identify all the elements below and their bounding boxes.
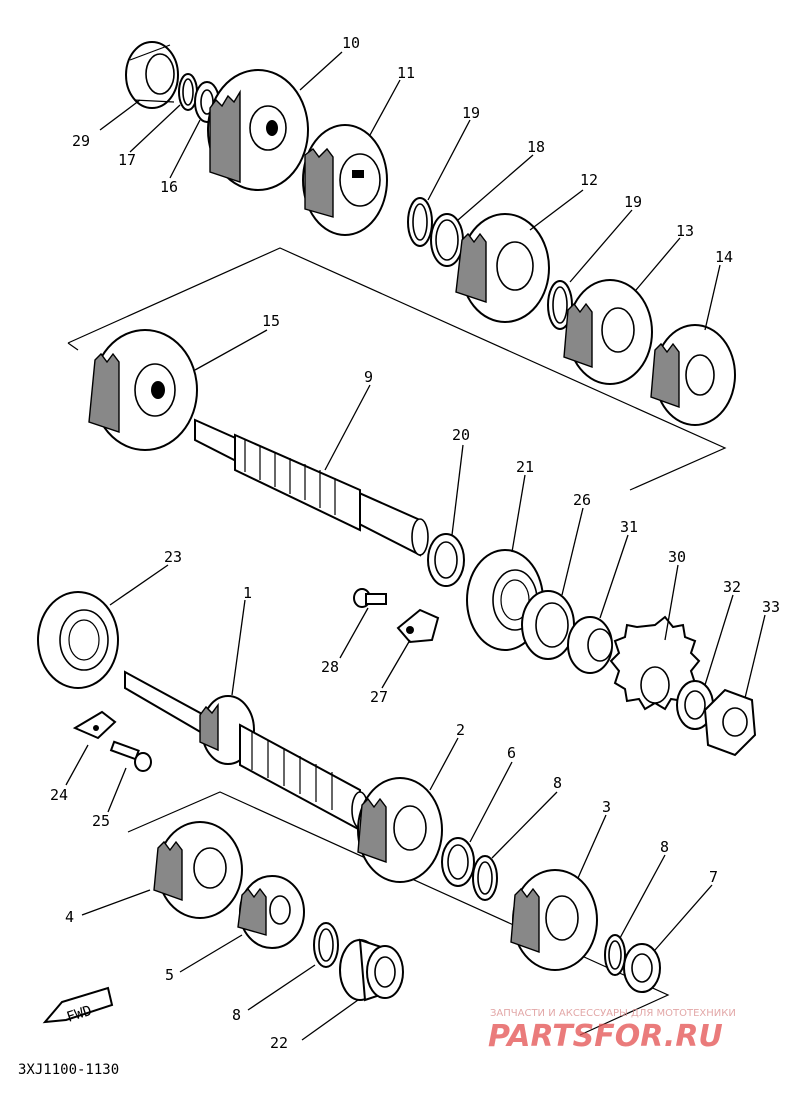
part-10-gear[interactable] bbox=[207, 69, 309, 191]
callout-14: 14 bbox=[715, 248, 733, 266]
diagram-code: 3XJ1100-1130 bbox=[18, 1062, 119, 1078]
fwd-label: FWD bbox=[65, 1003, 94, 1026]
callout-19-b: 19 bbox=[624, 193, 642, 211]
callout-2: 2 bbox=[456, 721, 465, 739]
part-11-gear[interactable] bbox=[302, 124, 388, 236]
watermark-tagline: ЗАПЧАСТИ И АКСЕССУАРЫ ДЛЯ МОТОТЕХНИКИ bbox=[490, 1008, 736, 1019]
callout-4: 4 bbox=[65, 908, 74, 926]
callout-16: 16 bbox=[160, 178, 178, 196]
callout-24: 24 bbox=[50, 786, 68, 804]
part-30-drive-sprocket[interactable] bbox=[609, 615, 701, 711]
part-14-gear[interactable] bbox=[650, 324, 736, 426]
part-23-bearing[interactable] bbox=[37, 591, 119, 689]
part-12-gear[interactable] bbox=[455, 213, 550, 323]
callout-11: 11 bbox=[397, 64, 415, 82]
fwd-arrow-icon: FWD bbox=[42, 986, 114, 1026]
callout-labels: 10 11 19 18 12 19 13 14 15 9 20 21 26 31… bbox=[50, 34, 780, 1052]
callout-27: 27 bbox=[370, 688, 388, 706]
part-28-bolt[interactable] bbox=[353, 588, 387, 608]
callout-28: 28 bbox=[321, 658, 339, 676]
callout-32: 32 bbox=[723, 578, 741, 596]
part-29-bearing[interactable] bbox=[125, 41, 179, 109]
callout-5: 5 bbox=[165, 966, 174, 984]
callout-12: 12 bbox=[580, 171, 598, 189]
leader-lines bbox=[65, 51, 766, 1041]
part-8-circlip[interactable] bbox=[472, 855, 498, 901]
part-13-gear[interactable] bbox=[563, 279, 653, 385]
callout-8-a: 8 bbox=[553, 774, 562, 792]
callout-25: 25 bbox=[92, 812, 110, 830]
callout-21: 21 bbox=[516, 458, 534, 476]
callout-3: 3 bbox=[602, 798, 611, 816]
watermark: ЗАПЧАСТИ И АКСЕССУАРЫ ДЛЯ МОТОТЕХНИКИ PA… bbox=[488, 1008, 736, 1054]
part-20-washer[interactable] bbox=[427, 533, 465, 587]
callout-10: 10 bbox=[342, 34, 360, 52]
part-18-washer[interactable] bbox=[430, 213, 464, 267]
callout-6: 6 bbox=[507, 744, 516, 762]
callout-26: 26 bbox=[573, 491, 591, 509]
callout-33: 33 bbox=[762, 598, 780, 616]
part-7-lock-washer[interactable] bbox=[623, 943, 661, 993]
callout-13: 13 bbox=[676, 222, 694, 240]
part-6-washer[interactable] bbox=[441, 837, 475, 887]
part-2-gear[interactable] bbox=[357, 777, 443, 883]
callout-29: 29 bbox=[72, 132, 90, 150]
callout-19: 19 bbox=[462, 104, 480, 122]
callout-30: 30 bbox=[668, 548, 686, 566]
callout-31: 31 bbox=[620, 518, 638, 536]
part-8-circlip-3[interactable] bbox=[604, 934, 626, 976]
part-8-circlip-2[interactable] bbox=[313, 922, 339, 968]
callout-17: 17 bbox=[118, 151, 136, 169]
callout-8-b: 8 bbox=[660, 838, 669, 856]
part-27-bearing-retainer[interactable] bbox=[396, 608, 440, 644]
part-17-circlip[interactable] bbox=[178, 73, 198, 111]
part-15-gear[interactable] bbox=[88, 329, 198, 451]
part-32-lock-washer[interactable] bbox=[676, 680, 714, 730]
callout-7: 7 bbox=[709, 868, 718, 886]
callout-8-c: 8 bbox=[232, 1006, 241, 1024]
watermark-brand: PARTSFOR.RU bbox=[488, 1019, 723, 1054]
callout-15: 15 bbox=[262, 312, 280, 330]
part-1-main-axle[interactable] bbox=[124, 670, 369, 832]
callout-18: 18 bbox=[527, 138, 545, 156]
part-19-circlip[interactable] bbox=[407, 197, 433, 247]
part-3-gear[interactable] bbox=[510, 869, 598, 971]
part-25-bolt[interactable] bbox=[109, 740, 152, 772]
part-9-drive-axle[interactable] bbox=[194, 418, 429, 557]
part-19-circlip-2[interactable] bbox=[547, 280, 573, 330]
callout-22: 22 bbox=[270, 1034, 288, 1052]
upper-assembly-outline bbox=[67, 247, 727, 491]
part-4-gear[interactable] bbox=[153, 821, 243, 919]
part-24-bearing-retainer[interactable] bbox=[72, 710, 117, 740]
part-26-oil-seal[interactable] bbox=[521, 590, 575, 660]
lower-assembly-outline bbox=[127, 791, 670, 1036]
callout-20: 20 bbox=[452, 426, 470, 444]
part-5-gear[interactable] bbox=[237, 875, 305, 949]
callout-9: 9 bbox=[364, 368, 373, 386]
part-33-nut[interactable] bbox=[703, 688, 757, 757]
part-22-bearing[interactable] bbox=[339, 938, 404, 1002]
part-31-collar[interactable] bbox=[567, 616, 613, 674]
callout-1: 1 bbox=[243, 584, 252, 602]
callout-23: 23 bbox=[164, 548, 182, 566]
